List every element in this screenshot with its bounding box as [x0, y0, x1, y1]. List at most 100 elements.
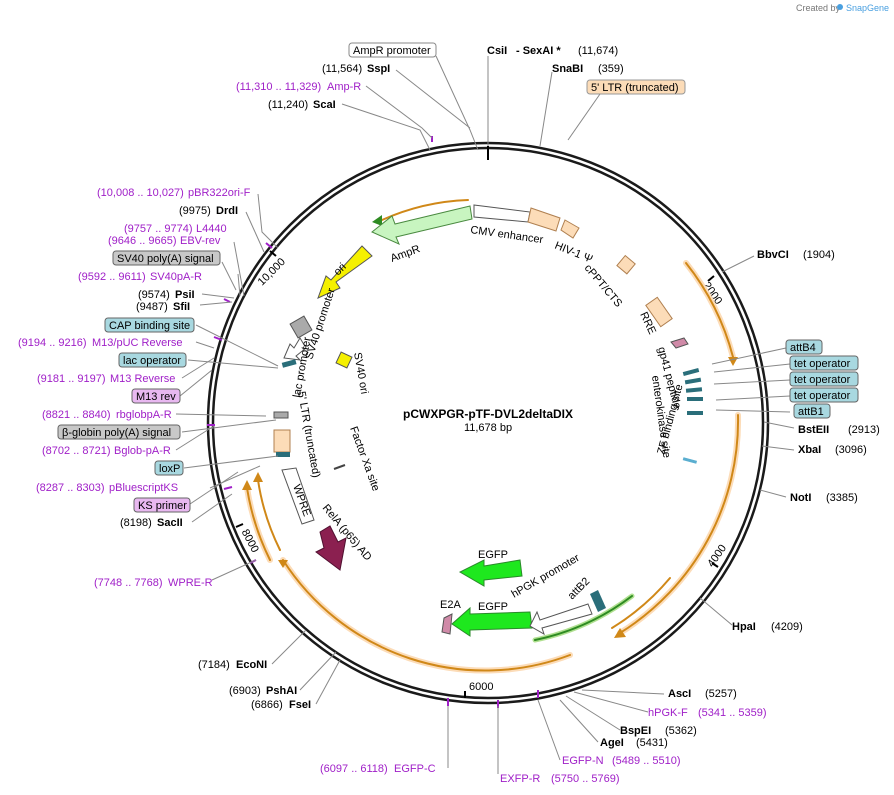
egfpn-pos: (5489 .. 5510): [612, 755, 681, 767]
pbluescript-label[interactable]: pBluescriptKS: [109, 482, 178, 494]
loxp-feature[interactable]: [276, 452, 290, 457]
ampr-feature[interactable]: [371, 205, 473, 245]
white-arrow-feature[interactable]: [283, 337, 307, 361]
orf-arrow-2: [614, 628, 626, 638]
egfpn-label[interactable]: EGFP-N: [562, 755, 604, 767]
noti-label[interactable]: NotI: [790, 492, 811, 504]
cap-binding-box[interactable]: [104, 317, 195, 333]
rbglobpa-label[interactable]: rbglobpA-R: [116, 409, 172, 421]
pbr322-label[interactable]: pBR322ori-F: [188, 187, 251, 199]
agei-label[interactable]: AgeI: [600, 737, 624, 749]
sfii-label[interactable]: SfiI: [173, 301, 190, 313]
factor-xa-feature[interactable]: [333, 464, 346, 470]
ltr5-box-label: 5' LTR (truncated): [591, 82, 678, 94]
ampr-label: AmpR: [389, 243, 422, 265]
ks-primer-box[interactable]: [133, 497, 191, 513]
hpai-pos: (4209): [771, 621, 803, 633]
brand-name: SnapGene: [846, 3, 889, 13]
plasmid-size: 11,678 bp: [464, 422, 512, 434]
ltr5-feature[interactable]: [527, 207, 561, 232]
ori-feature[interactable]: [317, 245, 373, 299]
loxp-box[interactable]: [154, 460, 184, 476]
xbai-label[interactable]: XbaI: [798, 444, 821, 456]
asci-label[interactable]: AscI: [668, 688, 691, 700]
scai-pos: (11,240): [268, 99, 308, 111]
pshai-label[interactable]: PshAI: [266, 685, 297, 697]
sv40-promoter-feature[interactable]: [289, 315, 313, 339]
tetop3-box[interactable]: [789, 387, 859, 403]
bglobpa-label[interactable]: Bglob-pA-R: [114, 445, 171, 457]
attb4-box[interactable]: [785, 339, 823, 355]
sacii-label[interactable]: SacII: [157, 517, 183, 529]
rre-feature[interactable]: [645, 296, 673, 328]
l4440-pos: (9757 .. 9774): [124, 223, 193, 235]
ltr5-inner-feature[interactable]: [273, 429, 291, 453]
attb2-feature[interactable]: [590, 590, 606, 612]
egfp-bottom-feature[interactable]: [451, 606, 533, 637]
zf-site-feature[interactable]: [682, 457, 698, 464]
bglobin-box[interactable]: [57, 424, 181, 440]
tick-label-6000: 6000: [469, 681, 493, 693]
egfp-top-feature[interactable]: [458, 559, 523, 587]
hiv-psi-feature[interactable]: [560, 219, 580, 239]
plasmid-name: pCWXPGR-pTF-DVL2deltaDIX: [403, 407, 573, 421]
attb1-label: attB1: [798, 406, 824, 418]
lac-operator-feature[interactable]: [281, 359, 297, 368]
snabi-label[interactable]: SnaBI: [552, 63, 583, 75]
m13puc-label[interactable]: M13/pUC Reverse: [92, 337, 182, 349]
ltr5-inner-label: 5' LTR (truncated): [295, 390, 322, 478]
drdi-label[interactable]: DrdI: [216, 205, 238, 217]
bglobin-polya-feature[interactable]: [273, 411, 289, 419]
sv40-ori-feature[interactable]: [335, 351, 353, 369]
egfp-bottom-label: EGFP: [478, 601, 508, 613]
attb1-box[interactable]: [793, 403, 831, 419]
tetop2-box[interactable]: [789, 371, 859, 387]
hpai-label[interactable]: HpaI: [732, 621, 756, 633]
tick-8000: [235, 523, 244, 528]
sv40-ori-label: SV40 ori: [351, 351, 370, 395]
l4440-label[interactable]: L4440: [196, 223, 227, 235]
m13reverse-label[interactable]: M13 Reverse: [110, 373, 175, 385]
hpgkf-label[interactable]: hPGK-F: [648, 707, 688, 719]
ltr5-box[interactable]: [586, 79, 686, 95]
bbvci-pos: (1904): [803, 249, 835, 261]
bspei-label[interactable]: BspEI: [620, 725, 651, 737]
bsteii-pos: (2913): [848, 424, 880, 436]
m13puc-pos: (9194 .. 9216): [18, 337, 87, 349]
attb2-label: attB2: [566, 575, 593, 602]
cppt-feature[interactable]: [616, 254, 636, 275]
sv40-polya-box[interactable]: [112, 250, 221, 266]
pbluescript-pos: (8287 .. 8303): [36, 482, 105, 494]
fsei-pos: (6866): [251, 699, 283, 711]
psii-label[interactable]: PsiI: [175, 289, 195, 301]
rela-feature[interactable]: [315, 525, 347, 571]
tetop1-box[interactable]: [789, 355, 859, 371]
ampr-primer-label[interactable]: Amp-R: [327, 81, 361, 93]
sspi-label[interactable]: SspI: [367, 63, 390, 75]
bbvci-label[interactable]: BbvCI: [757, 249, 789, 261]
exfpr-label[interactable]: EXFP-R: [500, 773, 540, 785]
scai-label[interactable]: ScaI: [313, 99, 336, 111]
sexai-label[interactable]: - SexAI *: [516, 45, 561, 57]
sspi-pos: (11,564): [322, 63, 362, 75]
psii-pos: (9574): [138, 289, 170, 301]
lac-promoter-label: lac promoter: [291, 336, 313, 399]
sv40par-label[interactable]: SV40pA-R: [150, 271, 202, 283]
fsei-label[interactable]: FseI: [289, 699, 311, 711]
csii-label[interactable]: CsiI: [487, 45, 507, 57]
tick-10000: [269, 250, 277, 257]
ebvrev-label[interactable]: EBV-rev: [180, 235, 221, 247]
lac-operator-box[interactable]: [118, 352, 187, 368]
bsteii-label[interactable]: BstEII: [798, 424, 829, 436]
egfpc-label[interactable]: EGFP-C: [394, 763, 436, 775]
gp41-feature[interactable]: [670, 337, 689, 349]
wpre-feature[interactable]: [281, 467, 315, 525]
e2a-feature[interactable]: [441, 613, 453, 635]
m13rev-box[interactable]: [131, 388, 181, 404]
econi-label[interactable]: EcoNI: [236, 659, 267, 671]
cmv-enhancer-feature[interactable]: [473, 204, 531, 223]
hpgk-promoter-feature[interactable]: [529, 603, 593, 636]
ampr-promoter-box[interactable]: [348, 42, 437, 58]
m13reverse-pos: (9181 .. 9197): [37, 373, 106, 385]
wprer-label[interactable]: WPRE-R: [168, 577, 213, 589]
